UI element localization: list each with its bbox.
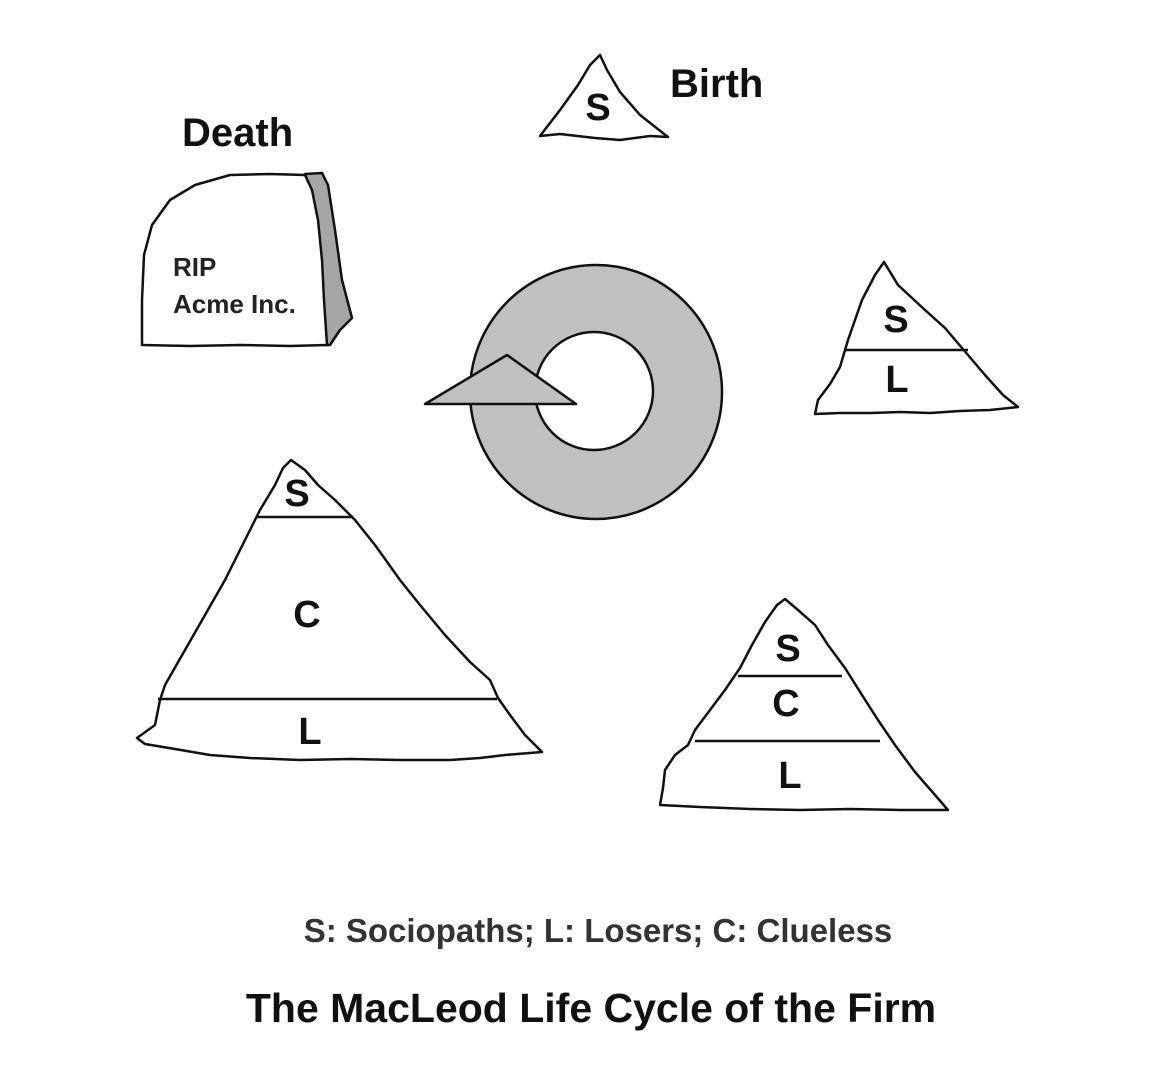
maturity-stage: S C L xyxy=(135,458,544,762)
cycle-arrowhead xyxy=(423,353,578,406)
tombstone-icon: RIP Acme Inc. xyxy=(140,171,354,348)
tombstone-face xyxy=(140,172,329,348)
growth-layer-l: L xyxy=(885,359,908,401)
growth-layer-s: S xyxy=(883,299,908,341)
death-stage: Death RIP Acme Inc. xyxy=(140,111,354,348)
birth-pyramid xyxy=(538,53,670,142)
birth-label: Birth xyxy=(670,62,763,106)
decline-pyramid xyxy=(658,597,950,812)
legend: S: Sociopaths; L: Losers; C: Clueless xyxy=(304,912,893,949)
decline-layer-c: C xyxy=(772,683,799,725)
diagram-title: The MacLeod Life Cycle of the Firm xyxy=(246,985,936,1031)
circular-arrow-icon xyxy=(423,263,724,521)
maturity-layer-c: C xyxy=(293,594,320,636)
maturity-pyramid xyxy=(135,458,544,762)
growth-stage: S L xyxy=(813,260,1020,416)
maturity-layer-l: L xyxy=(298,711,321,753)
tombstone-epitaph-line1: RIP xyxy=(173,252,216,282)
decline-layer-l: L xyxy=(778,755,801,797)
maturity-layer-s: S xyxy=(284,473,309,515)
birth-layer-s: S xyxy=(585,87,610,129)
death-label: Death xyxy=(182,111,293,155)
decline-stage: S C L xyxy=(658,597,950,812)
tombstone-epitaph-line2: Acme Inc. xyxy=(173,289,296,319)
birth-stage: S Birth xyxy=(538,53,763,142)
decline-layer-s: S xyxy=(775,628,800,670)
growth-pyramid xyxy=(813,260,1020,416)
